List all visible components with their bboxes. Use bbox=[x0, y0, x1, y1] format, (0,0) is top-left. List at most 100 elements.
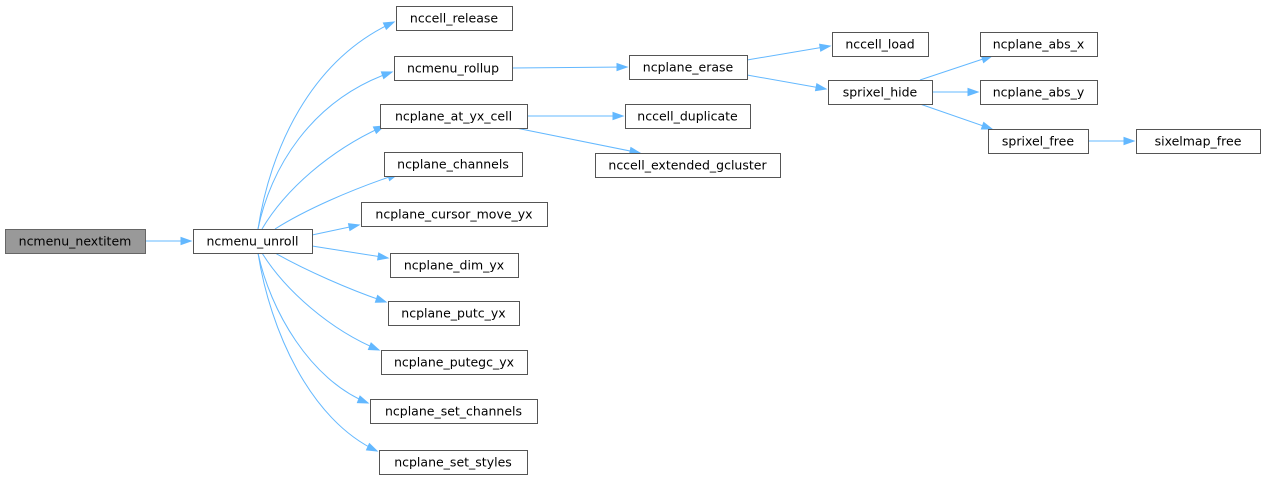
node-label: ncmenu_unroll bbox=[206, 234, 298, 249]
node-box bbox=[5, 229, 146, 254]
node-ncplane-channels[interactable]: ncplane_channels bbox=[384, 152, 523, 177]
node-ncplane-cursor-move-yx[interactable]: ncplane_cursor_move_yx bbox=[361, 202, 548, 227]
node-label: ncplane_putegc_yx bbox=[394, 355, 514, 370]
node-label: ncplane_set_channels bbox=[385, 404, 522, 419]
edge-ncmenu_unroll-to-ncmenu_rollup bbox=[257, 71, 394, 230]
node-label: ncplane_abs_x bbox=[993, 37, 1084, 52]
node-box bbox=[380, 104, 528, 129]
node-box bbox=[384, 152, 523, 177]
edge-sprixel_hide-to-ncplane_abs_y bbox=[932, 87, 980, 97]
node-nccell-load[interactable]: nccell_load bbox=[832, 32, 929, 57]
edge-line bbox=[919, 103, 993, 130]
node-label: nccell_extended_gcluster bbox=[608, 158, 767, 173]
node-box bbox=[980, 80, 1098, 105]
edge-ncplane_at_yx_cell-to-nccell_extended_gcluster bbox=[515, 127, 642, 156]
arrowhead-icon bbox=[365, 442, 379, 452]
node-ncplane-putc-yx[interactable]: ncplane_putc_yx bbox=[388, 301, 520, 326]
node-label: nccell_load bbox=[845, 37, 914, 52]
node-box bbox=[381, 350, 528, 375]
node-box bbox=[1136, 129, 1261, 154]
edge-ncmenu_unroll-to-ncplane_dim_yx bbox=[311, 245, 390, 261]
node-ncplane-putegc-yx[interactable]: ncplane_putegc_yx bbox=[381, 350, 528, 375]
arrowhead-icon bbox=[356, 395, 370, 404]
arrowhead-icon bbox=[1123, 136, 1136, 146]
edge-ncmenu_unroll-to-ncplane_putc_yx bbox=[274, 252, 388, 303]
node-label: ncplane_dim_yx bbox=[404, 258, 504, 273]
arrowhead-icon bbox=[380, 71, 394, 80]
node-ncplane-set-channels[interactable]: ncplane_set_channels bbox=[370, 399, 538, 424]
edge-line bbox=[261, 125, 385, 230]
edge-line bbox=[257, 71, 393, 230]
edge-ncmenu_nextitem-to-ncmenu_unroll bbox=[145, 236, 193, 246]
node-sprixel-free[interactable]: sprixel_free bbox=[988, 129, 1089, 154]
node-nccell-duplicate[interactable]: nccell_duplicate bbox=[625, 104, 751, 129]
edge-line bbox=[257, 21, 395, 230]
node-sixelmap-free[interactable]: sixelmap_free bbox=[1136, 129, 1261, 154]
node-box bbox=[629, 55, 748, 80]
node-label: nccell_release bbox=[410, 11, 498, 26]
edge-sprixel_hide-to-ncplane_abs_x bbox=[919, 55, 994, 81]
arrowhead-icon bbox=[967, 87, 980, 97]
arrowhead-icon bbox=[814, 83, 828, 92]
edge-ncmenu_unroll-to-ncplane_set_channels bbox=[257, 252, 370, 404]
edge-ncmenu_unroll-to-ncplane_cursor_move_yx bbox=[311, 223, 361, 236]
node-label: nccell_duplicate bbox=[637, 109, 738, 124]
node-ncplane-erase[interactable]: ncplane_erase bbox=[629, 55, 748, 80]
node-nccell-extended-gcluster[interactable]: nccell_extended_gcluster bbox=[595, 153, 781, 178]
node-box bbox=[370, 399, 538, 424]
arrowhead-icon bbox=[367, 342, 381, 351]
arrowhead-icon bbox=[616, 62, 629, 72]
node-ncmenu-rollup[interactable]: ncmenu_rollup bbox=[394, 56, 513, 81]
node-label: ncplane_cursor_move_yx bbox=[375, 207, 532, 222]
node-label: ncplane_putc_yx bbox=[401, 306, 505, 321]
node-sprixel-hide[interactable]: sprixel_hide bbox=[828, 80, 933, 105]
arrowhead-icon bbox=[347, 223, 361, 232]
arrowhead-icon bbox=[980, 121, 994, 130]
node-ncplane-set-styles[interactable]: ncplane_set_styles bbox=[379, 450, 528, 475]
node-box bbox=[396, 6, 513, 31]
node-box bbox=[832, 32, 929, 57]
node-label: ncplane_at_yx_cell bbox=[395, 109, 512, 124]
node-ncplane-dim-yx[interactable]: ncplane_dim_yx bbox=[390, 253, 519, 278]
node-ncplane-at-yx-cell[interactable]: ncplane_at_yx_cell bbox=[380, 104, 528, 129]
node-box bbox=[988, 129, 1089, 154]
edge-line bbox=[274, 252, 387, 303]
node-label: ncplane_erase bbox=[643, 60, 734, 75]
arrowhead-icon bbox=[180, 236, 193, 246]
edge-ncplane_erase-to-sprixel_hide bbox=[746, 74, 828, 92]
nodes-layer: ncmenu_nextitem ncmenu_unroll nccell_relea… bbox=[5, 6, 1261, 475]
node-box bbox=[980, 32, 1098, 57]
node-ncplane-abs-y[interactable]: ncplane_abs_y bbox=[980, 80, 1098, 105]
node-label: ncplane_set_styles bbox=[394, 455, 512, 470]
node-box bbox=[828, 80, 933, 105]
node-box bbox=[361, 202, 548, 227]
arrowhead-icon bbox=[382, 21, 396, 31]
edge-ncmenu_unroll-to-ncplane_putegc_yx bbox=[261, 252, 381, 351]
node-box bbox=[595, 153, 781, 178]
node-box bbox=[379, 450, 528, 475]
node-label: ncmenu_nextitem bbox=[19, 234, 132, 249]
node-box bbox=[390, 253, 519, 278]
node-box bbox=[193, 229, 313, 254]
node-ncplane-abs-x[interactable]: ncplane_abs_x bbox=[980, 32, 1098, 57]
edge-line bbox=[919, 55, 993, 81]
edge-line bbox=[257, 252, 369, 404]
node-label: ncplane_abs_y bbox=[993, 85, 1085, 100]
node-label: sprixel_hide bbox=[843, 85, 918, 100]
edge-ncmenu_unroll-to-nccell_release bbox=[257, 21, 396, 230]
node-box bbox=[388, 301, 520, 326]
node-label: ncmenu_rollup bbox=[407, 61, 499, 76]
edge-line bbox=[257, 252, 378, 452]
node-label: ncplane_channels bbox=[397, 157, 509, 172]
edge-line bbox=[261, 252, 380, 351]
edge-line bbox=[511, 66, 628, 69]
arrowhead-icon bbox=[376, 252, 390, 261]
node-ncmenu-unroll[interactable]: ncmenu_unroll bbox=[193, 229, 313, 254]
edge-line bbox=[515, 127, 641, 154]
arrowhead-icon bbox=[612, 111, 625, 121]
edge-ncmenu_unroll-to-ncplane_set_styles bbox=[257, 252, 379, 452]
node-ncmenu-nextitem: ncmenu_nextitem bbox=[5, 229, 146, 254]
node-nccell-release[interactable]: nccell_release bbox=[396, 6, 513, 31]
edge-line bbox=[746, 74, 827, 90]
